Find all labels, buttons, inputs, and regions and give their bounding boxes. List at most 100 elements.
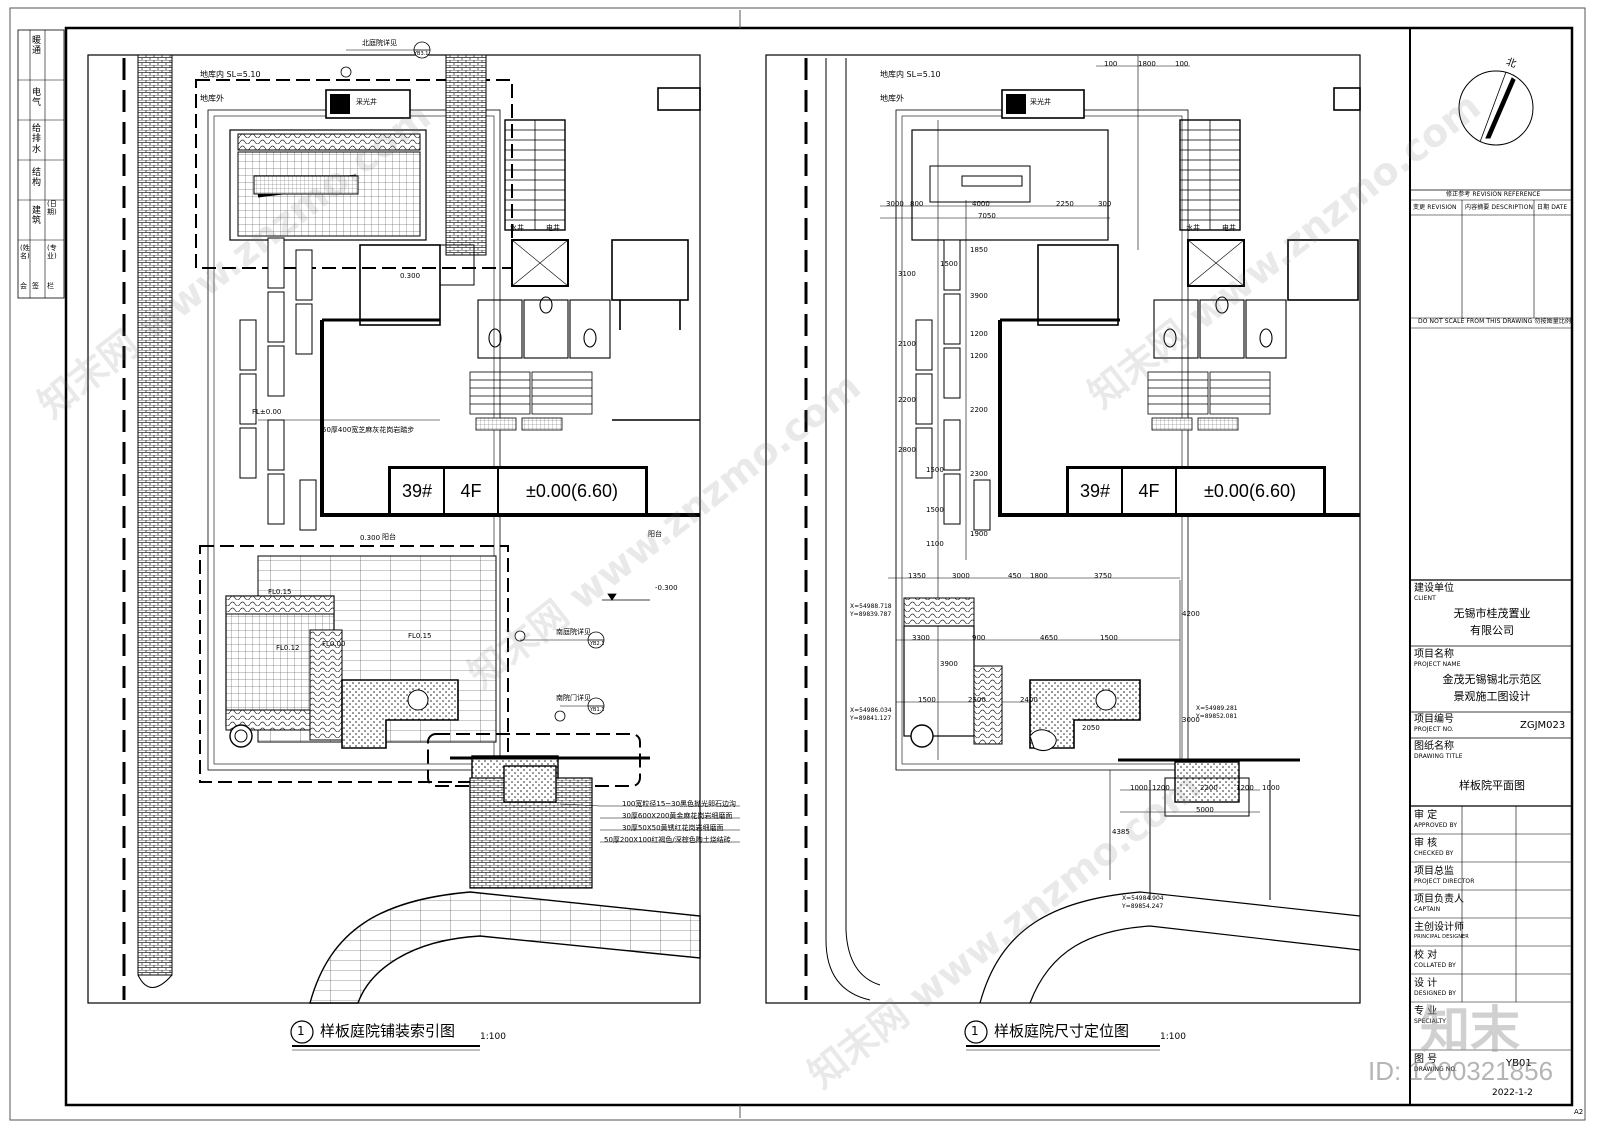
client-en: CLIENT [1414, 595, 1436, 602]
strip-label-date: (日期) [47, 200, 57, 217]
role-specialty-en: SPECIALTY [1414, 1018, 1447, 1025]
role-collated-en: COLLATED BY [1414, 962, 1456, 969]
right-elec-well: 电井 [1222, 224, 1236, 232]
right-plan-title: 样板庭院尺寸定位图 [994, 1022, 1130, 1040]
right-dim-5000: 5000 [1196, 806, 1214, 814]
south-court-box [199, 545, 509, 783]
role-director-en: PROJECT DIRECTOR [1414, 878, 1475, 885]
left-plan [87, 41, 740, 1051]
client-value-2: 有限公司 [1470, 624, 1514, 637]
left-plan-scale: 1:100 [480, 1032, 506, 1042]
strip-label-major: (专业) [47, 244, 57, 261]
legend-line-2: 30厚600X200黄金麻花岗岩细磨面 [622, 812, 733, 820]
project-value-2: 景观施工图设计 [1453, 690, 1531, 703]
right-dim-v-0: 3100 [898, 270, 916, 278]
right-water-well: 水井 [1186, 224, 1200, 232]
drawing-title-value: 样板院平面图 [1459, 779, 1525, 792]
right-dim-h3-1: 900 [972, 634, 986, 642]
left-level-3: -0.300 [655, 584, 678, 592]
right-dim-v2-3: 2200 [970, 406, 988, 414]
right-garage-out: 地库外 [880, 94, 904, 103]
drawing-no-value: YB01 [1506, 1058, 1532, 1069]
watermark-id: ID: 1200321856 [1368, 1056, 1554, 1086]
title-circle-left [290, 1020, 314, 1044]
left-level-2: 0.300 [360, 534, 381, 542]
left-north-sheet: YB3.1 [414, 51, 429, 57]
role-designed: 设 计 [1414, 978, 1438, 989]
right-coord1-x: X=54988.718 [850, 603, 892, 610]
building-no: 39# [391, 469, 445, 513]
left-south-sheet: YB2.1 [590, 641, 605, 647]
right-coord1-y: Y=89839.787 [850, 611, 892, 618]
building-elev: ±0.00(6.60) [1204, 480, 1296, 501]
right-dim-v2-6: 2300 [970, 470, 988, 478]
left-south-ref: 南庭院详见 [556, 628, 591, 636]
right-coord2-x: X=54986.034 [850, 707, 892, 714]
drawing-no-label: 图 号 [1414, 1054, 1438, 1065]
strip-label-struct: 结构 [32, 168, 42, 189]
countersign-strip [17, 29, 65, 299]
role-captain-en: CAPTAIN [1414, 906, 1441, 913]
left-title-index: 1 [297, 1024, 305, 1038]
right-coord3-x: X=54989.281 [1196, 705, 1238, 712]
project-value-1: 金茂无锡锡北示范区 [1442, 673, 1542, 686]
right-coord2-y: Y=89841.127 [850, 715, 892, 722]
role-collated: 校 对 [1414, 950, 1438, 961]
right-dim-h3-0: 3300 [912, 634, 930, 642]
right-dim-h4-0: 1500 [918, 696, 936, 704]
building-floors: 4F [1123, 469, 1177, 513]
client-label: 建设单位 [1414, 583, 1454, 594]
building-no: 39# [1069, 469, 1123, 513]
north-court-box [195, 79, 513, 269]
right-coord4-y: Y=89854.247 [1122, 903, 1164, 910]
right-dim-bottom-2: 2200 [1200, 784, 1218, 792]
drawing-date: 2022-1-2 [1492, 1088, 1533, 1098]
project-no-en: PROJECT NO. [1414, 726, 1454, 733]
right-dim-v2-5: 1200 [970, 352, 988, 360]
project-no-label: 项目编号 [1414, 714, 1454, 725]
role-approved: 审 定 [1414, 810, 1438, 821]
right-dim-h4-3: 2050 [1082, 724, 1100, 732]
watermark-logo: 知末 [1420, 1001, 1520, 1059]
left-gate-sheet: YB1.1 [590, 707, 605, 713]
right-dim-v-3: 2800 [898, 446, 916, 454]
project-no-value: ZGJM023 [1520, 720, 1566, 731]
right-dim-bottom-4: 1000 [1262, 784, 1280, 792]
right-dim-h2-0: 1350 [908, 572, 926, 580]
right-dim-7050: 7050 [978, 212, 996, 220]
rev-col-date: 日期 DATE [1537, 204, 1568, 211]
drawing-title-label: 图纸名称 [1414, 741, 1454, 752]
client-value-1: 无锡市桂茂置业 [1453, 607, 1531, 620]
role-captain: 项目负责人 [1414, 894, 1464, 905]
right-dim-v-2: 2200 [898, 396, 916, 404]
left-balcony-2: 阳台 [648, 530, 662, 538]
right-dim-v2-0: 1850 [970, 246, 988, 254]
drawing-title-en: DRAWING TITLE [1414, 753, 1463, 760]
legend-line-4: 50厚200X100红褐色/深棕色陶土烧结砖 [604, 836, 731, 844]
left-fl-c: FL0.00 [322, 640, 346, 648]
role-principal-en: PRINCIPAL DESIGNER [1414, 934, 1469, 940]
title-block-grid [1409, 28, 1572, 1105]
role-approved-en: APPROVED BY [1414, 822, 1458, 829]
right-coord3-y: Y=89852.081 [1196, 713, 1238, 720]
right-garage-in: 地库内 SL=5.10 [880, 70, 941, 79]
strip-label-elec: 电气 [32, 88, 42, 109]
right-dim-v2-1: 1500 [940, 260, 958, 268]
strip-short-0: 会 [20, 282, 27, 290]
right-dim-h2-4: 3750 [1094, 572, 1112, 580]
left-north-ref: 北庭院详见 [362, 39, 397, 47]
right-plan [765, 54, 1361, 1051]
right-dim-h2-3: 1800 [1030, 572, 1048, 580]
title-circle-right [964, 1020, 988, 1044]
right-dim-h4-2: 2400 [1020, 696, 1038, 704]
left-garage-out: 地库外 [200, 94, 224, 103]
left-plan-title: 样板庭院铺装索引图 [320, 1022, 456, 1040]
right-dim-v-4: 1500 [926, 466, 944, 474]
right-dim-bottom-0: 1000 [1130, 784, 1148, 792]
right-dim-v-1: 2100 [898, 340, 916, 348]
project-label: 项目名称 [1414, 649, 1454, 660]
left-step-note: 50厚400宽芝麻灰花岗岩踏步 [322, 426, 415, 434]
drawing-no-en: DRAWING NO. [1414, 1066, 1458, 1073]
right-dim-v-6: 1100 [926, 540, 944, 548]
